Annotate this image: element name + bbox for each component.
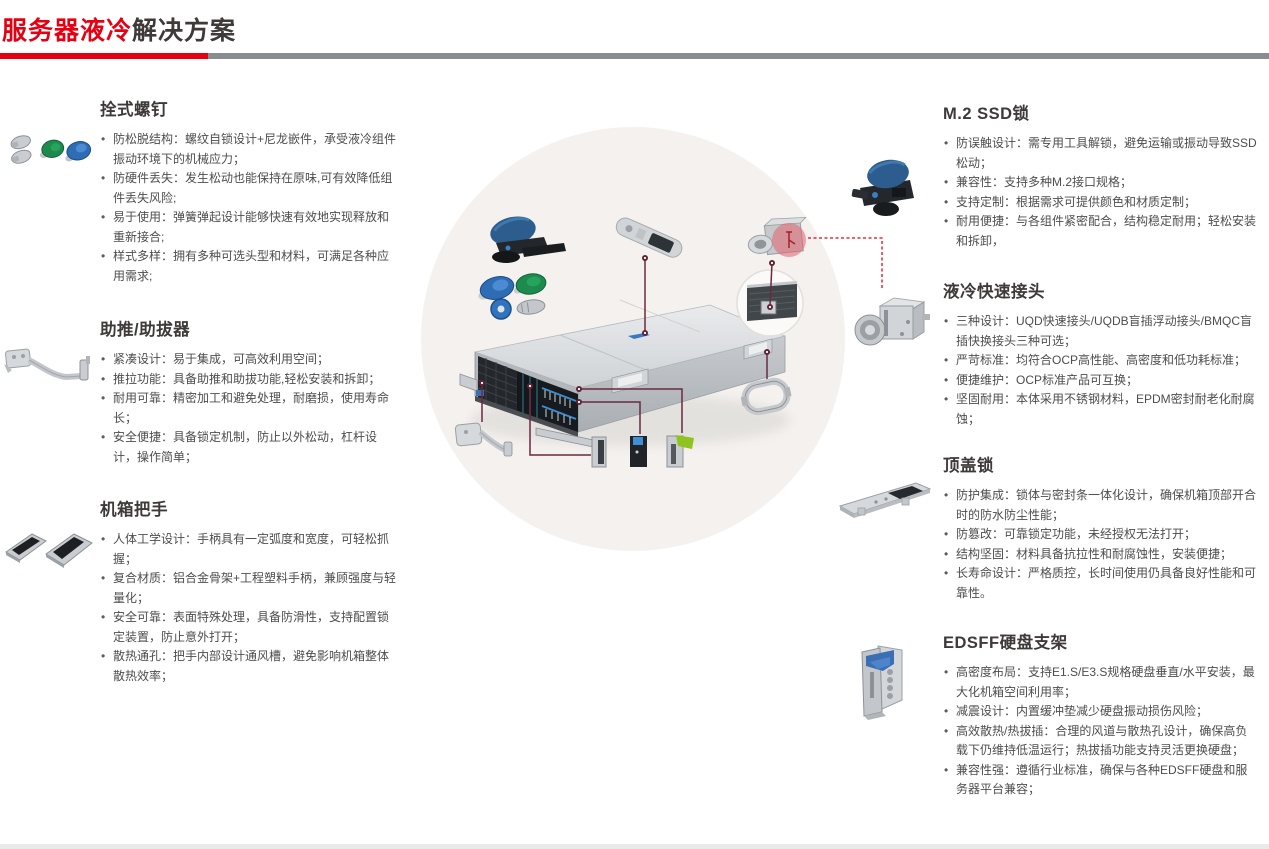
footer-rule [0,844,1269,849]
rear-panel-magnifier [736,269,804,337]
feature-item: 耐用可靠：精密加工和避免处理，耐磨损，使用寿命长； [100,389,400,428]
feature-item: 防误触设计：需专用工具解锁，避免运输或振动导致SSD松动； [943,134,1259,173]
feature-item: 便捷维护：OCP标准产品可互换； [943,371,1259,391]
feature-item: 三种设计：UQD快速接头/UQDB盲插浮动接头/BMQC盲插快换接头三种可选； [943,312,1259,351]
section-title: 顶盖锁 [943,457,994,475]
feature-list: 人体工学设计：手柄具有一定弧度和宽度，可轻松抓握； 复合材质：铝合金骨架+工程塑… [100,530,400,686]
section-title: 机箱把手 [100,501,168,519]
page-title-highlight: 服务器液冷 [2,17,133,45]
feature-list: 防误触设计：需专用工具解锁，避免运输或振动导致SSD松动； 兼容性：支持多种M.… [943,134,1259,251]
section-title: M.2 SSD锁 [943,105,1030,123]
section-title: 液冷快速接头 [943,283,1045,301]
section-title: 拴式螺钉 [100,101,168,119]
chassis-side-handle [740,377,792,416]
push-pull-lever-icon [4,348,90,381]
page-title-rest: 解决方案 [132,17,237,45]
feature-item: 兼容性：支持多种M.2接口规格； [943,173,1259,193]
top-cover-latch [615,217,683,258]
quick-connector-icon [854,297,930,346]
feature-item: 兼容性强：遵循行业标准，确保与各种EDSFF硬盘和服务器平台兼容； [943,761,1259,800]
section-edsff-bracket: EDSFF硬盘支架 高密度布局：支持E1.S/E3.S规格硬盘垂直/水平安装，最… [943,629,1259,800]
feature-list: 紧凑设计：易于集成，可高效利用空间； 推拉功能：具备助推和助拔功能,轻松安装和拆… [100,350,400,467]
title-underline-red [0,53,208,59]
feature-list: 高密度布局：支持E1.S/E3.S规格硬盘垂直/水平安装，最大化机箱空间利用率；… [943,663,1259,800]
feature-list: 防松脱结构：螺纹自锁设计+尼龙嵌件，承受液冷组件振动环境下的机械应力； 防硬件丢… [100,130,400,286]
callout-dotted-line [808,237,883,290]
leader-nodes [479,255,775,405]
section-captive-screws: 拴式螺钉 防松脱结构：螺纹自锁设计+尼龙嵌件，承受液冷组件振动环境下的机械应力；… [100,96,400,286]
server-chassis [459,299,787,449]
captive-screws [478,273,547,320]
feature-item: 结构坚固：材料具备抗拉性和耐腐蚀性，安装便捷； [943,545,1259,565]
feature-item: 耐用便捷：与各组件紧密配合，结构稳定耐用；轻松安装和拆卸， [943,212,1259,251]
feature-item: 人体工学设计：手柄具有一定弧度和宽度，可轻松抓握； [100,530,400,569]
section-chassis-handle: 机箱把手 人体工学设计：手柄具有一定弧度和宽度，可轻松抓握； 复合材质：铝合金骨… [100,496,400,686]
title-underline [0,53,1269,59]
feature-item: 支持定制：根据需求可提供颜色和材质定制； [943,193,1259,213]
feature-item: 严苛标准：均符合OCP高性能、高密度和低功耗标准； [943,351,1259,371]
push-pull-lever [454,422,513,457]
feature-item: 防护集成：锁体与密封条一体化设计，确保机箱顶部开合时的防水防尘性能； [943,486,1259,525]
edsff-drive-carriers [591,435,694,468]
section-title: EDSFF硬盘支架 [943,634,1068,652]
section-quick-connector: 液冷快速接头 三种设计：UQD快速接头/UQDB盲插浮动接头/BMQC盲插快换接… [943,278,1259,429]
chassis-handle-icon [5,533,93,568]
captive-screws-icon [10,135,92,164]
feature-list: 三种设计：UQD快速接头/UQDB盲插浮动接头/BMQC盲插快换接头三种可选； … [943,312,1259,429]
section-push-pull-lever: 助推/助拔器 紧凑设计：易于集成，可高效利用空间； 推拉功能：具备助推和助拔功能… [100,316,400,467]
illustration-background-circle [421,127,845,551]
feature-item: 复合材质：铝合金骨架+工程塑料手柄，兼顾强度与轻量化； [100,569,400,608]
feature-list: 防护集成：锁体与密封条一体化设计，确保机箱顶部开合时的防水防尘性能； 防篡改：可… [943,486,1259,603]
feature-item: 高密度布局：支持E1.S/E3.S规格硬盘垂直/水平安装，最大化机箱空间利用率； [943,663,1259,702]
section-m2-ssd-lock: M.2 SSD锁 防误触设计：需专用工具解锁，避免运输或振动导致SSD松动； 兼… [943,100,1259,251]
m2-ssd-lock [490,216,566,263]
section-title: 助推/助拔器 [100,321,191,339]
feature-item: 坚固耐用：本体采用不锈钢材料，EPDM密封耐老化耐腐蚀； [943,390,1259,429]
feature-item: 安全便捷：具备锁定机制，防止以外松动，杠杆设计，操作简单； [100,428,400,467]
feature-item: 防篡改：可靠锁定功能，未经授权无法打开； [943,525,1259,545]
title-underline-gray [208,53,1269,59]
feature-item: 易于使用：弹簧弹起设计能够快速有效地实现释放和重新接合; [100,208,400,247]
leader-lines [481,258,773,456]
edsff-bracket-icon [861,645,903,720]
feature-item: 安全可靠：表面特殊处理，具备防滑性，支持配置锁定装置，防止意外打开； [100,608,400,647]
feature-item: 紧凑设计：易于集成，可高效利用空间； [100,350,400,370]
section-top-cover-lock: 顶盖锁 防护集成：锁体与密封条一体化设计，确保机箱顶部开合时的防水防尘性能； 防… [943,452,1259,603]
feature-item: 高效散热/热拔插：合理的风道与散热孔设计，确保高负载下仍维持低温运行；热拔插功能… [943,722,1259,761]
top-cover-lock-icon [838,482,932,518]
feature-item: 长寿命设计：严格质控，长时间使用仍具备良好性能和可靠性。 [943,564,1259,603]
feature-item: 防松脱结构：螺纹自锁设计+尼龙嵌件，承受液冷组件振动环境下的机械应力； [100,130,400,169]
feature-item: 推拉功能：具备助推和助拔功能,轻松安装和拆卸； [100,370,400,390]
feature-item: 防硬件丢失：发生松动也能保持在原味,可有效降低组件丢失风险; [100,169,400,208]
feature-item: 散热通孔：把手内部设计通风槽，避免影响机箱整体散热效率； [100,647,400,686]
feature-item: 减震设计：内置缓冲垫减少硬盘振动损伤风险； [943,702,1259,722]
liquid-cooling-quick-connector [747,216,807,257]
feature-item: 样式多样：拥有多种可选头型和材料，可满足各种应用需求; [100,247,400,286]
m2-ssd-lock-icon [851,159,914,216]
page-title: 服务器液冷解决方案 [2,16,236,47]
